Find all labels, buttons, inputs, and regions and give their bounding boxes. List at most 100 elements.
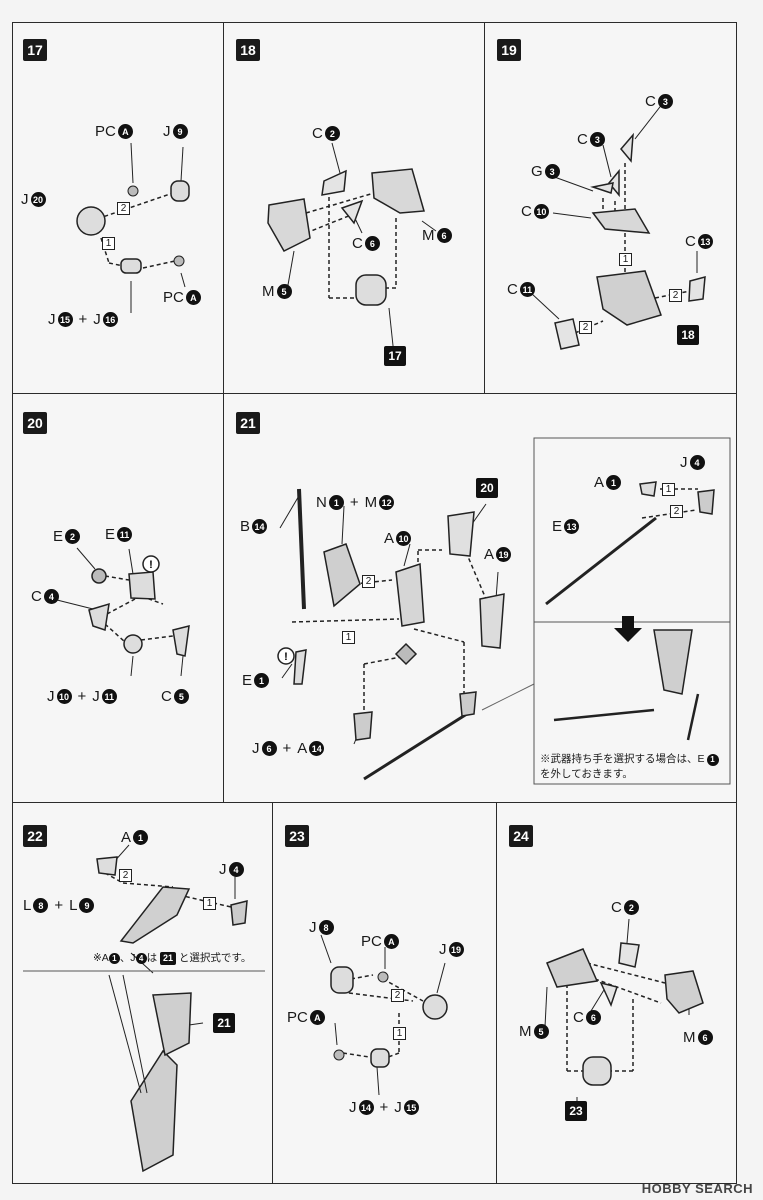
inset-arrow-order-2: 2 (670, 505, 683, 518)
joint-j9 (170, 180, 190, 202)
part-a10 (395, 562, 425, 627)
part-m6 (371, 168, 425, 214)
part-a19 (479, 593, 505, 649)
arrow-order-2-right: 2 (669, 289, 682, 302)
part-weapon (363, 710, 471, 781)
part-m5 (267, 198, 311, 252)
part-c5 (172, 625, 190, 657)
part-j8 (330, 966, 354, 994)
step-22-drawing (23, 844, 265, 1173)
joint-j15-j16 (120, 258, 142, 274)
inset-arrow-order-1: 1 (662, 483, 675, 496)
arrow-order-1: 1 (203, 897, 216, 910)
part-j10-j11 (123, 634, 143, 654)
part-a1 (96, 856, 118, 876)
ref-step-23: 23 (565, 1101, 587, 1121)
arrow-order-1: 1 (342, 631, 355, 644)
step-number: 20 (23, 412, 47, 434)
step-number: 17 (23, 39, 47, 61)
step-23-drawing (320, 934, 448, 1096)
part-j6-a14 (353, 711, 373, 741)
step-20-drawing: ! (56, 547, 190, 677)
part-c3-mid (608, 168, 620, 198)
part-m6 (664, 970, 704, 1014)
part-c4 (88, 602, 110, 631)
step-number: 23 (285, 825, 309, 847)
part-blade-detail (130, 1049, 178, 1173)
step-number: 19 (497, 39, 521, 61)
arrow-order-2-left: 2 (579, 321, 592, 334)
step-number: 21 (236, 412, 260, 434)
part-e11 (128, 571, 156, 600)
ref-step-21: 21 (213, 1013, 235, 1033)
svg-text:!: ! (149, 559, 153, 571)
watermark: HOBBY SEARCH (641, 1181, 753, 1196)
part-e13 (545, 516, 657, 606)
step-number: 18 (236, 39, 260, 61)
step-24-drawing (544, 918, 704, 1109)
part-l8-l9 (119, 886, 191, 944)
part-c6 (340, 199, 364, 225)
part-n1-m12 (323, 543, 361, 608)
arrow-order-1: 1 (619, 253, 632, 266)
part-j4 (230, 900, 248, 926)
part-joint (355, 274, 387, 306)
part-e1 (293, 649, 307, 685)
part-diamond-joint (394, 642, 418, 666)
part-j4 (697, 489, 715, 515)
step-21-panel: 21 ! (223, 393, 737, 803)
svg-text:!: ! (284, 651, 288, 663)
step-number: 22 (23, 825, 47, 847)
part-m5 (546, 948, 599, 988)
part-j14-j15 (370, 1048, 390, 1068)
part-20-assembly (447, 511, 475, 557)
step-17-drawing (76, 142, 190, 313)
part-c11 (554, 318, 580, 350)
part-g3 (590, 182, 614, 194)
part-joint (582, 1056, 612, 1086)
arrow-order-1: 1 (102, 237, 115, 250)
part-b14 (297, 488, 306, 610)
step-21-drawing: ! (277, 437, 731, 785)
part-c2 (618, 942, 640, 968)
arrow-order-2: 2 (362, 575, 375, 588)
part-c13 (688, 275, 706, 302)
step-number: 24 (509, 825, 533, 847)
